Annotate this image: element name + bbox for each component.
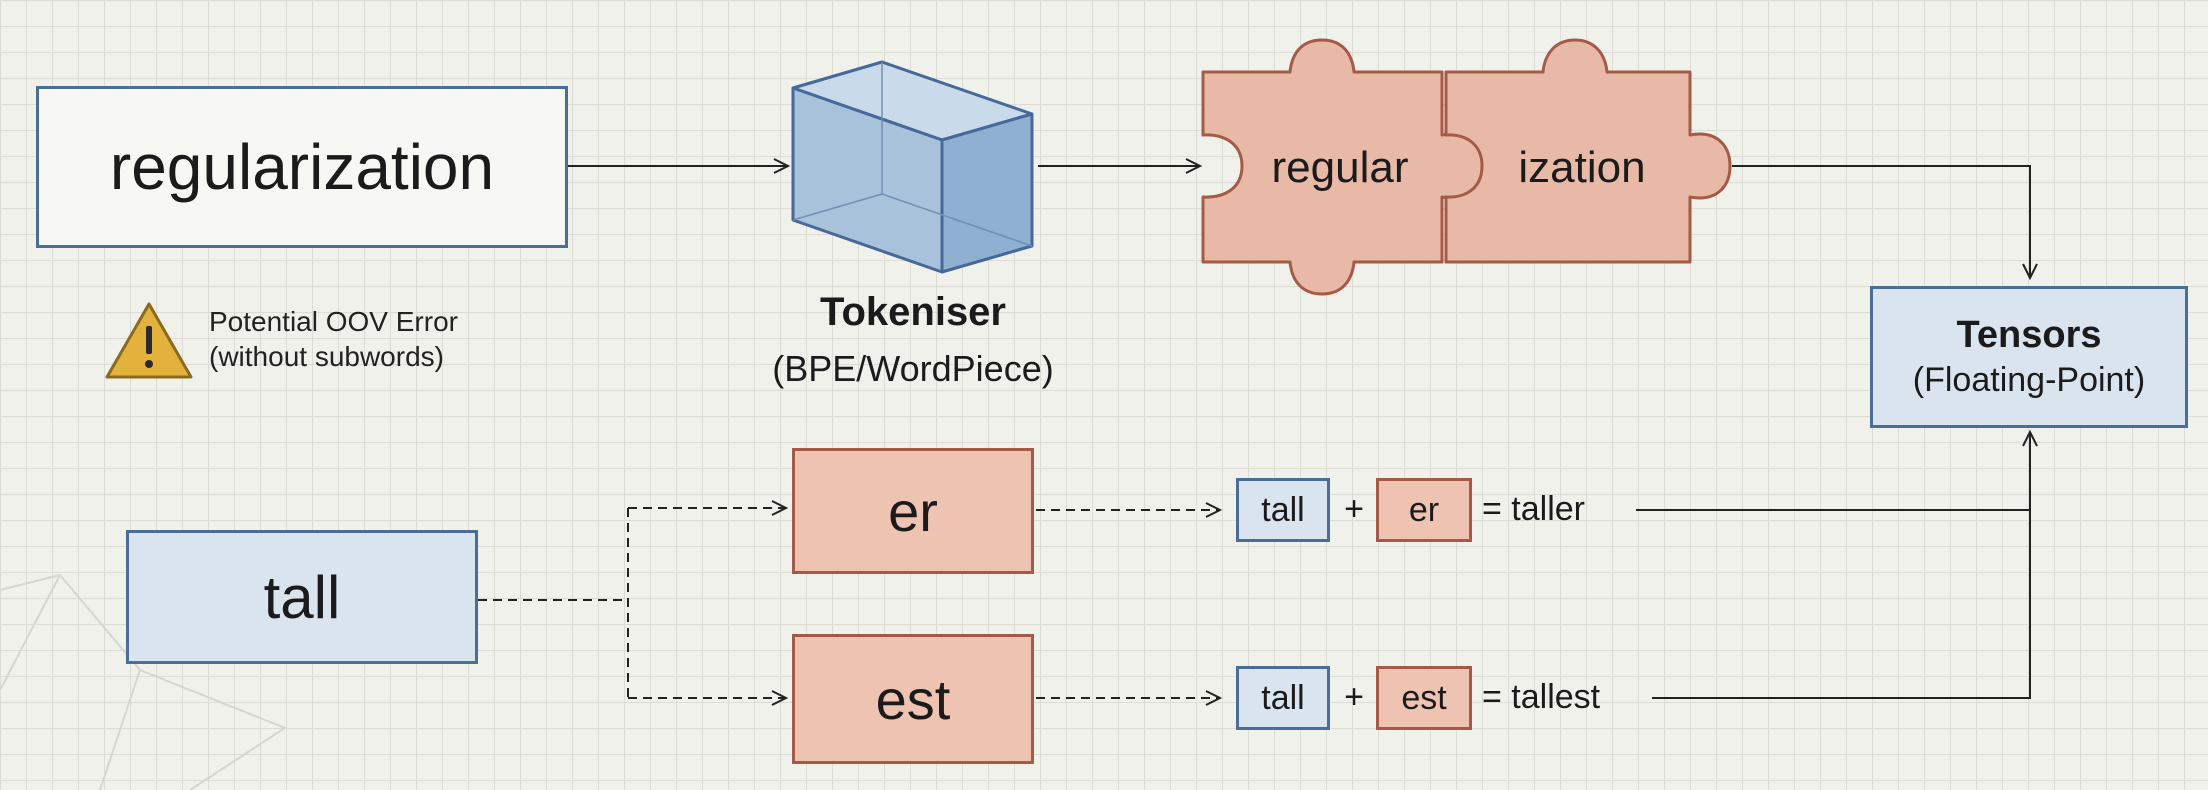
- input-word-box: regularization: [36, 86, 568, 248]
- root-word-box: tall: [126, 530, 478, 664]
- suffix-label-er: er: [888, 479, 938, 543]
- warning-line-1: Potential OOV Error: [209, 306, 458, 337]
- tokeniser-subtitle: (BPE/WordPiece): [772, 348, 1054, 389]
- dashed-tall-branch: [478, 508, 629, 698]
- plus-sign: +: [1344, 678, 1364, 716]
- composition-result: = taller: [1482, 490, 1585, 528]
- cube-icon: [791, 60, 1034, 274]
- root-word-label: tall: [263, 563, 341, 631]
- piece-label-regular: regular: [1271, 143, 1409, 192]
- tensors-box: Tensors (Floating-Point): [1870, 286, 2188, 428]
- warning-triangle-icon: [105, 302, 193, 379]
- puzzle-piece-right: [1444, 38, 1732, 264]
- input-word-label: regularization: [109, 131, 495, 203]
- suffix-box-er: er: [792, 448, 1034, 574]
- arrow-tallest-to-tensors: [1652, 432, 2030, 699]
- composition-root-label: tall: [1261, 490, 1305, 529]
- composition-suffix-box: est: [1376, 666, 1472, 730]
- suffix-label-est: est: [875, 667, 951, 731]
- piece-label-ization: ization: [1518, 143, 1646, 192]
- composition-result: = tallest: [1482, 678, 1601, 716]
- composition-root-box: tall: [1236, 478, 1330, 542]
- tensors-title: Tensors: [1956, 314, 2102, 356]
- puzzle-piece-left: [1201, 38, 1486, 296]
- suffix-box-est: est: [792, 634, 1034, 764]
- composition-suffix-label: est: [1401, 678, 1447, 717]
- arrow-pieces-to-tensors: [1732, 165, 2030, 278]
- decorative-lines: [0, 573, 288, 790]
- composition-suffix-label: er: [1408, 490, 1440, 529]
- warning-text: Potential OOV Error (without subwords): [209, 304, 458, 374]
- tokeniser-title: Tokeniser: [820, 290, 1006, 334]
- composition-root-box: tall: [1236, 666, 1330, 730]
- composition-suffix-box: er: [1376, 478, 1472, 542]
- composition-root-label: tall: [1261, 678, 1305, 717]
- plus-sign: +: [1344, 490, 1364, 528]
- warning-line-2: (without subwords): [209, 341, 444, 372]
- tensors-subtitle: (Floating-Point): [1912, 361, 2146, 399]
